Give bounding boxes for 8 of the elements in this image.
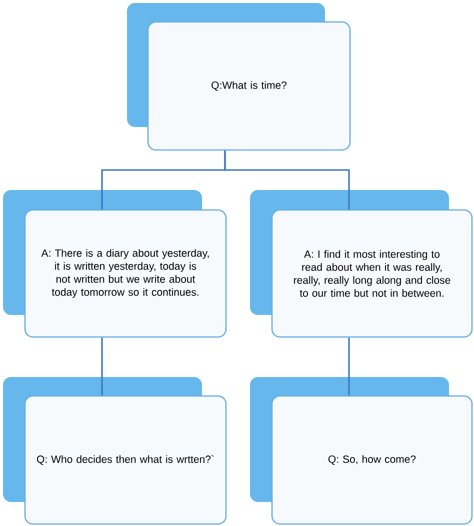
stacked-card: Q: So, how come? <box>250 377 473 525</box>
connector-line <box>101 338 103 396</box>
stacked-card: Q:What is time? <box>127 3 351 151</box>
stacked-card: A: I find it most interesting to read about when it was really, really, really long along and close to our time but not in between. <box>250 190 473 338</box>
connector-line <box>224 150 350 210</box>
stacked-card: A: There is a diary about yesterday, it is written yesterday, today is not written but we write about today tomorrow so it continues. <box>3 190 227 338</box>
connector-line <box>348 338 350 396</box>
stacked-card: Q: Who decides then what is wrtten?` <box>3 377 227 525</box>
